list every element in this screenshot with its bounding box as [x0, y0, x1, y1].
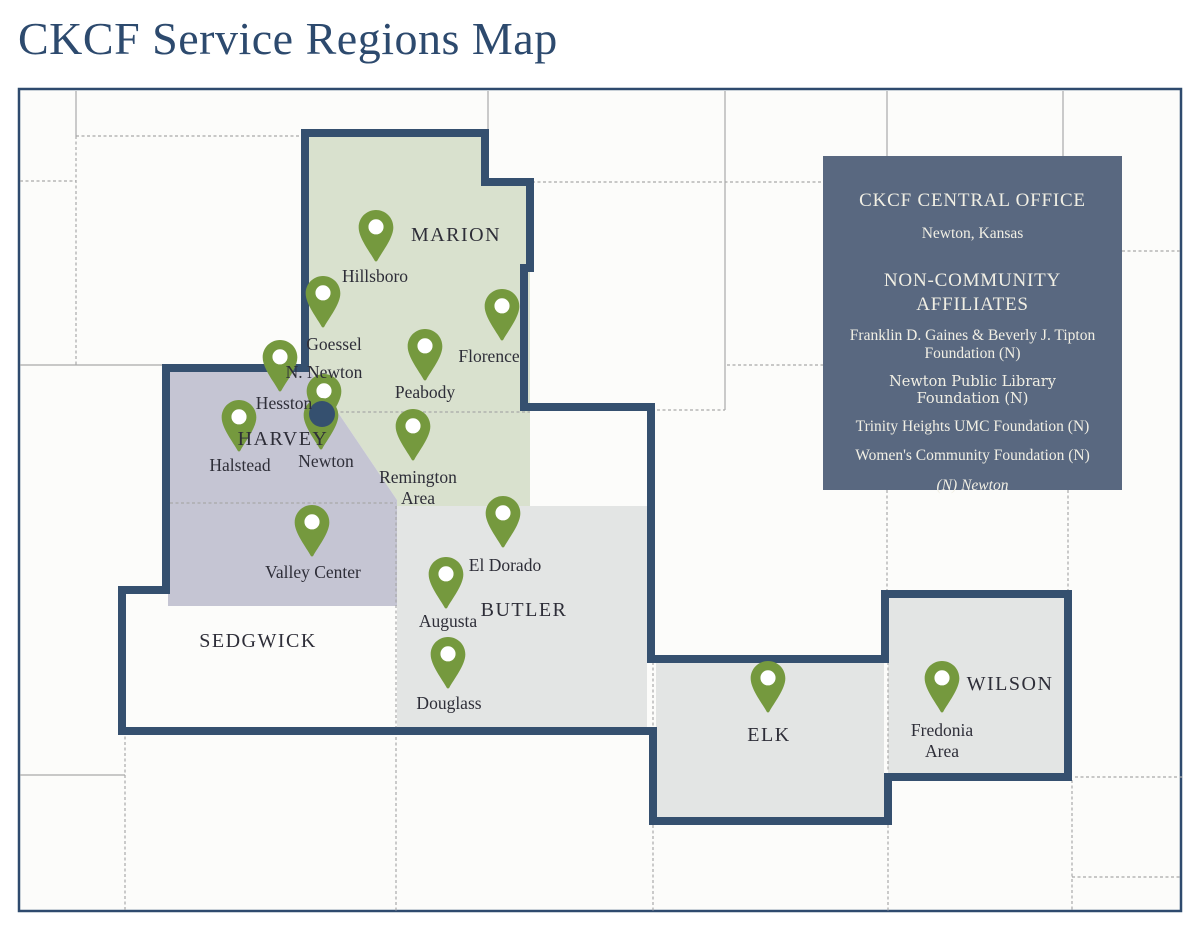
info-box-footnote: (N) Newton	[936, 476, 1009, 494]
county-label-elk: ELK	[747, 724, 791, 746]
county-label-wilson: WILSON	[966, 673, 1054, 695]
map-pin-douglass	[429, 637, 467, 689]
info-box-location: Newton, Kansas	[921, 225, 1024, 242]
region-wilson	[888, 598, 1064, 773]
central-office-marker	[309, 401, 335, 427]
pin-label-newton: Newton	[298, 451, 354, 471]
map-pin-hesston	[261, 340, 299, 392]
pin-label-augusta: Augusta	[418, 611, 478, 631]
info-box-heading: CKCF CENTRAL OFFICE	[859, 190, 1086, 211]
map-pin-valley-center	[293, 505, 331, 557]
county-label-sedgwick: SEDGWICK	[199, 630, 317, 652]
county-label-harvey: HARVEY	[237, 428, 329, 450]
map-pin-augusta	[427, 557, 465, 609]
affiliate-item: Franklin D. Gaines & Beverly J. Tipton F…	[849, 326, 1096, 363]
county-label-butler: BUTLER	[480, 599, 568, 621]
pin-label-florence: Florence	[458, 346, 520, 366]
page-title: CKCF Service Regions Map	[18, 13, 558, 64]
affiliate-item: Women's Community Foundation (N)	[855, 447, 1090, 465]
map-pin-halstead	[220, 400, 258, 452]
map-pin-hillsboro	[357, 210, 395, 262]
map-pin-fredonia-area	[923, 661, 961, 713]
pin-label-goessel: Goessel	[306, 334, 362, 354]
pin-label-remington-area: Remington Area	[379, 467, 457, 508]
map-pin-remington-area	[394, 409, 432, 461]
pin-label-fredonia-area: Fredonia Area	[910, 720, 974, 761]
affiliate-item: Newton Public Library Foundation (N)	[889, 373, 1056, 408]
info-box-section-heading: NON-COMMUNITY AFFILIATES	[883, 270, 1062, 315]
pin-label-peabody: Peabody	[394, 382, 456, 402]
pin-label-hesston: Hesston	[255, 393, 313, 413]
pin-label-valley-center: Valley Center	[265, 562, 361, 582]
central-office-info-box: CKCF CENTRAL OFFICE Newton, Kansas NON-C…	[823, 156, 1122, 494]
county-grid-lines	[20, 91, 1182, 911]
pin-label-douglass: Douglass	[416, 693, 482, 713]
region-butler	[397, 506, 647, 727]
pin-label-el-dorado: El Dorado	[468, 555, 542, 575]
affiliate-item: Trinity Heights UMC Foundation (N)	[855, 418, 1090, 436]
map-pin-el-dorado	[484, 496, 522, 548]
map-pin-florence	[483, 289, 521, 341]
map-pin-elk	[749, 661, 787, 713]
pin-label-hillsboro: Hillsboro	[341, 266, 409, 286]
map-pin-goessel	[304, 276, 342, 328]
county-label-marion: MARION	[410, 224, 502, 246]
pin-label-n-newton: N. Newton	[285, 362, 363, 382]
pin-label-halstead: Halstead	[209, 455, 271, 475]
map-pin-peabody	[406, 329, 444, 381]
service-territory-border	[118, 129, 1072, 825]
